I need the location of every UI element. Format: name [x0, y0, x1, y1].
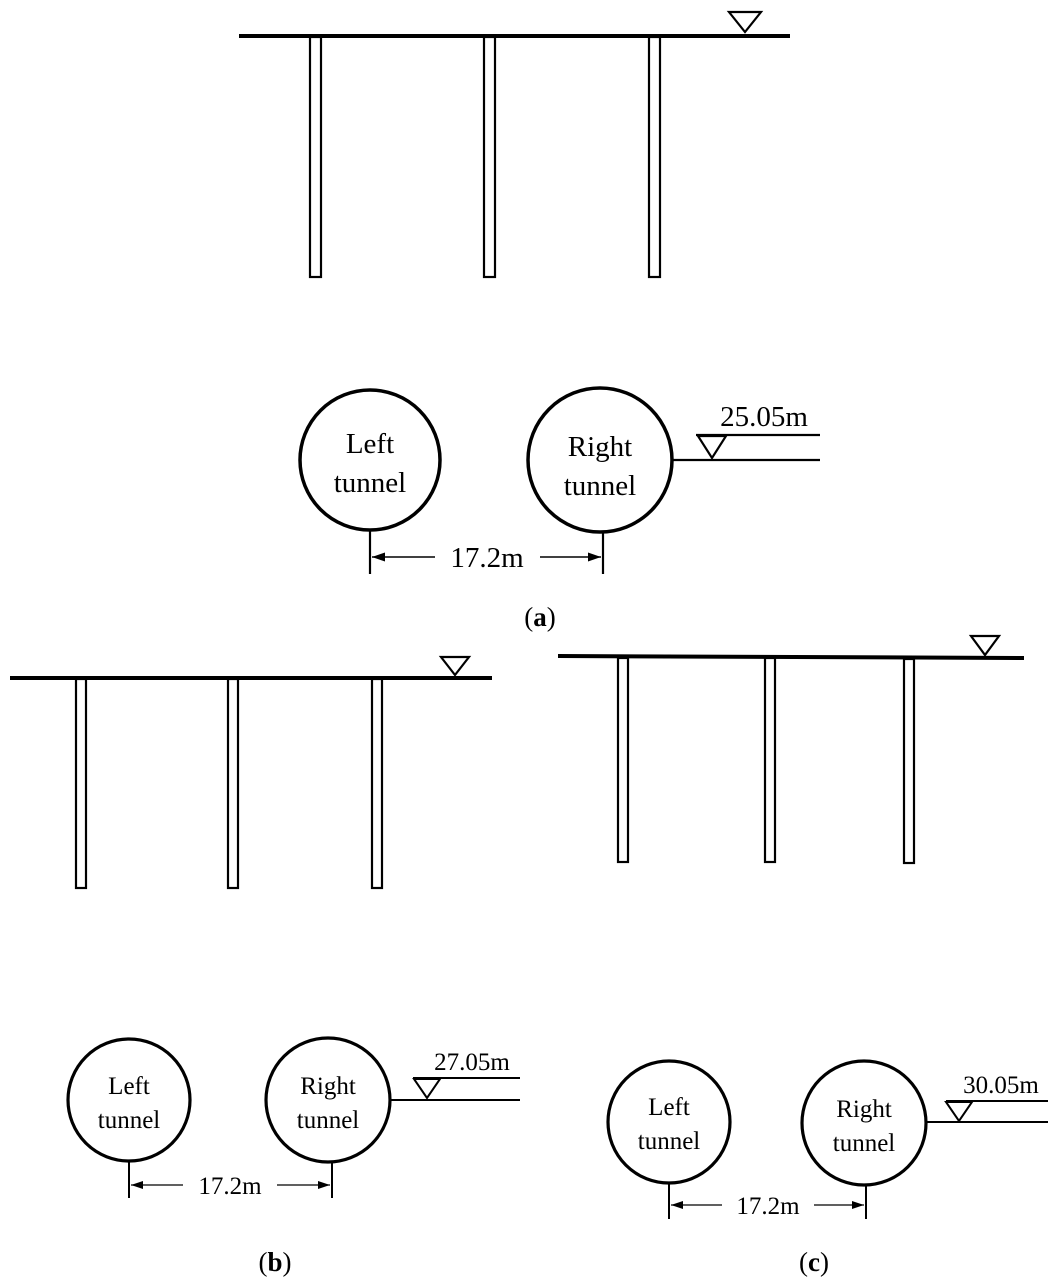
panel-a: Left tunnel Right tunnel 25.05m 17.2m (a…: [239, 10, 820, 632]
left-tunnel-label-line1: Left: [108, 1073, 150, 1100]
right-tunnel-circle: [264, 1036, 392, 1164]
left-tunnel-label-line2: tunnel: [638, 1128, 701, 1155]
pile: [616, 656, 630, 864]
dimension-arrowhead-right: [588, 552, 601, 562]
left-tunnel-label-line2: tunnel: [334, 467, 407, 499]
spacing-label: 17.2m: [736, 1193, 800, 1220]
pile: [482, 35, 497, 279]
pile: [647, 35, 662, 279]
left-tunnel-label-line2: tunnel: [98, 1107, 161, 1134]
dimension-arrowhead-left: [372, 552, 385, 562]
dimension-arrowhead-right: [318, 1181, 330, 1189]
spacing-label: 17.2m: [450, 542, 524, 574]
panel-c: Left tunnel Right tunnel 30.05m 17.2m (c…: [557, 634, 1048, 1277]
water-level-marker: [412, 1078, 442, 1100]
pile: [226, 677, 240, 890]
left-tunnel-circle: [606, 1059, 732, 1185]
panel-b: Left tunnel Right tunnel 27.05m 17.2m (b…: [10, 655, 520, 1277]
left-tunnel-circle: [298, 388, 442, 532]
dimension-arrowhead-left: [671, 1201, 683, 1209]
panel-caption: (c): [799, 1247, 829, 1277]
pile: [763, 656, 777, 864]
right-tunnel-label-line1: Right: [300, 1073, 356, 1100]
panel-caption: (a): [524, 602, 556, 632]
ground-surface-line: [557, 654, 1025, 660]
panel-caption: (b): [258, 1247, 291, 1277]
pile: [902, 657, 916, 865]
water-level-marker: [944, 1101, 974, 1123]
water-level-marker: [438, 655, 472, 677]
right-tunnel-circle: [800, 1059, 928, 1187]
dimension-arrowhead-right: [852, 1201, 864, 1209]
pile: [370, 677, 384, 890]
water-level-marker: [968, 634, 1002, 657]
right-tunnel-label-line2: tunnel: [297, 1107, 360, 1134]
water-level-marker: [695, 434, 729, 461]
depth-label: 27.05m: [434, 1049, 510, 1076]
left-tunnel-label-line1: Left: [648, 1094, 690, 1121]
depth-label: 25.05m: [720, 401, 808, 433]
left-tunnel-circle: [66, 1037, 192, 1163]
pile: [308, 35, 323, 279]
right-tunnel-label-line1: Right: [836, 1096, 892, 1123]
left-tunnel-label-line1: Left: [346, 428, 394, 460]
dimension-arrowhead-left: [131, 1181, 143, 1189]
right-tunnel-label-line2: tunnel: [564, 470, 637, 502]
water-level-marker: [726, 10, 764, 34]
right-tunnel-label-line1: Right: [568, 431, 632, 463]
depth-label: 30.05m: [963, 1072, 1039, 1099]
right-tunnel-label-line2: tunnel: [833, 1130, 896, 1157]
spacing-label: 17.2m: [198, 1173, 262, 1200]
pile: [74, 677, 88, 890]
